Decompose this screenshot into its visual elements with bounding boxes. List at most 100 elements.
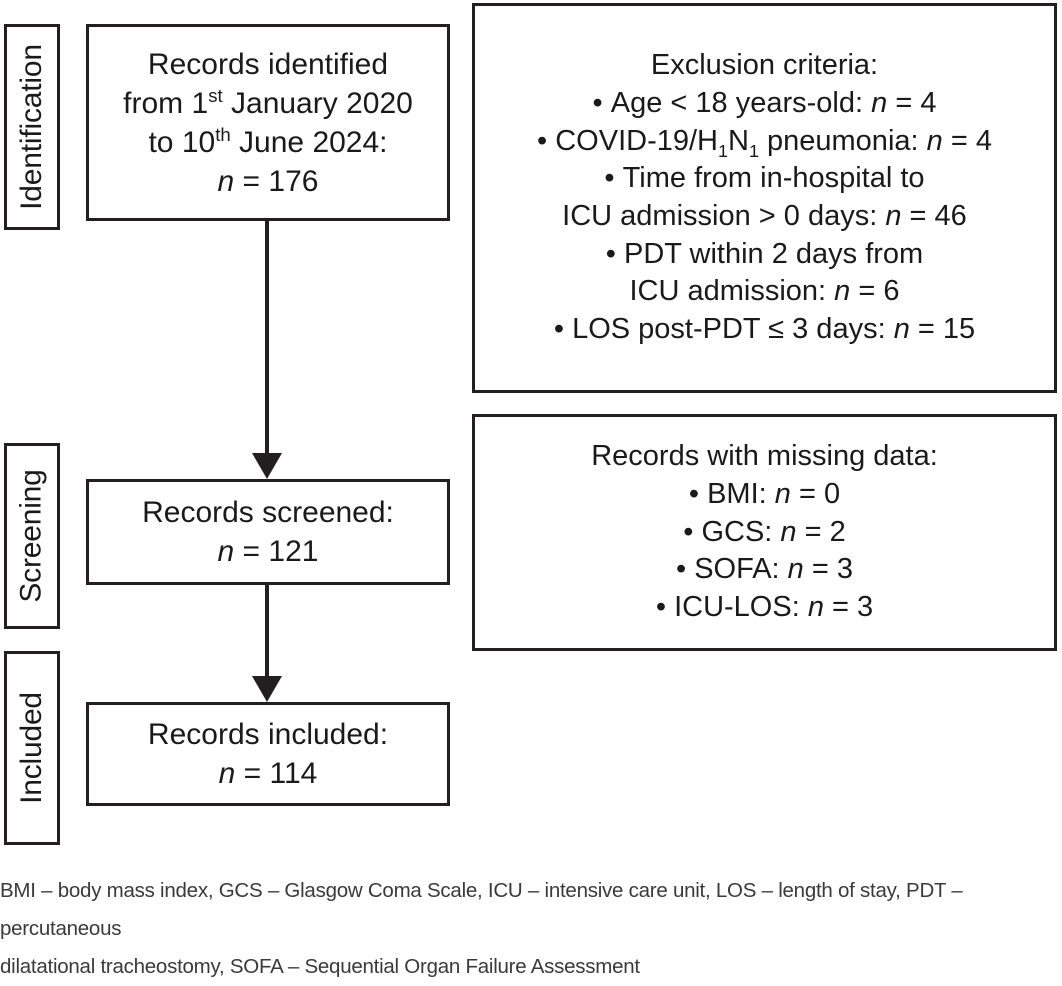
exclusion-item-pdt-eq: = bbox=[858, 275, 876, 308]
arrow-shaft bbox=[265, 221, 269, 453]
bullet-icon: • bbox=[655, 591, 666, 624]
records-identified-line2-post: January 2020 bbox=[222, 86, 413, 120]
exclusion-item-pneumonia-sub1: 1 bbox=[718, 140, 728, 161]
exclusion-item-pdt-line-b: ICU admission: n = 6 bbox=[629, 273, 899, 311]
exclusion-item-time-icu-line-a: • Time from in-hospital to bbox=[604, 160, 924, 198]
exclusion-item-pneumonia-pre: COVID-19/H bbox=[555, 124, 718, 157]
records-included-count: n = 114 bbox=[219, 754, 318, 793]
records-identified-line3: to 10th June 2024: bbox=[148, 123, 387, 162]
records-identified-line3-pre: to 10 bbox=[148, 125, 216, 159]
missing-item-bmi-eq: = bbox=[798, 477, 816, 510]
records-included-n-symbol: n bbox=[218, 757, 236, 790]
records-identified-line3-post: June 2024: bbox=[230, 125, 388, 159]
stage-label-included-text: Included bbox=[15, 692, 49, 804]
arrow-head-icon bbox=[252, 676, 282, 702]
exclusion-item-pdt-text-a: PDT within 2 days from bbox=[623, 237, 924, 270]
figure-footnote: BMI – body mass index, GCS – Glasgow Com… bbox=[0, 872, 1062, 986]
bullet-icon: • bbox=[604, 162, 615, 195]
exclusion-item-los-n-symbol: n bbox=[893, 313, 910, 346]
records-identified-count: n = 176 bbox=[218, 162, 319, 201]
records-identified-line3-sup: th bbox=[215, 123, 231, 145]
missing-item-icu-los-n-symbol: n bbox=[807, 591, 824, 624]
exclusion-item-pdt-value: 6 bbox=[883, 275, 900, 308]
exclusion-item-age-n-symbol: n bbox=[871, 86, 888, 119]
exclusion-item-pdt-n-symbol: n bbox=[834, 275, 851, 308]
missing-item-sofa-text: SOFA: bbox=[694, 553, 788, 586]
exclusion-item-los-text: LOS post-PDT ≤ 3 days: bbox=[572, 313, 894, 346]
side-box-records-missing-data: Records with missing data: • BMI: n = 0 … bbox=[472, 414, 1057, 651]
missing-item-gcs-n-symbol: n bbox=[780, 515, 797, 548]
bullet-icon: • bbox=[537, 124, 548, 157]
records-identified-line2: from 1st January 2020 bbox=[123, 84, 413, 123]
stage-label-screening: Screening bbox=[4, 443, 60, 629]
exclusion-item-time-icu-text-a: Time from in-hospital to bbox=[622, 162, 925, 195]
stage-label-identification-text: Identification bbox=[15, 44, 48, 210]
exclusion-item-time-icu-text-b: ICU admission > 0 days: bbox=[562, 200, 886, 232]
exclusion-item-los-eq: = bbox=[917, 313, 935, 346]
exclusion-item-pneumonia-value: 4 bbox=[975, 124, 992, 157]
missing-data-title: Records with missing data: bbox=[591, 440, 938, 473]
missing-item-sofa-n-symbol: n bbox=[787, 553, 804, 586]
stage-label-included: Included bbox=[4, 651, 60, 845]
records-identified-eq: = bbox=[242, 164, 261, 198]
records-identified-line2-sup: st bbox=[208, 84, 223, 106]
records-screened-n-symbol: n bbox=[217, 535, 235, 568]
exclusion-item-time-icu-eq: = bbox=[909, 200, 927, 232]
exclusion-item-age-value: 4 bbox=[920, 86, 937, 119]
missing-item-gcs-text: GCS: bbox=[701, 515, 781, 548]
exclusion-item-pneumonia-n-symbol: n bbox=[926, 124, 943, 157]
exclusion-item-age-text: Age < 18 years-old: bbox=[610, 86, 872, 119]
bullet-icon: • bbox=[553, 313, 564, 346]
missing-item-sofa-eq: = bbox=[811, 553, 829, 586]
records-identified-line2-pre: from 1 bbox=[123, 86, 209, 120]
exclusion-item-pneumonia-mid: N bbox=[728, 124, 749, 157]
bullet-icon: • bbox=[675, 553, 687, 586]
missing-item-icu-los-value: 3 bbox=[857, 591, 874, 624]
exclusion-item-pneumonia: • COVID-19/H1N1 pneumonia: n = 4 bbox=[537, 123, 992, 161]
exclusion-item-age: • Age < 18 years-old: n = 4 bbox=[593, 85, 937, 123]
bullet-icon: • bbox=[605, 237, 616, 270]
missing-item-bmi-value: 0 bbox=[823, 477, 841, 510]
flow-box-records-identified: Records identified from 1st January 2020… bbox=[86, 24, 450, 221]
exclusion-item-pneumonia-post: pneumonia: bbox=[758, 124, 927, 157]
stage-label-identification: Identification bbox=[4, 24, 60, 230]
missing-item-gcs: • GCS: n = 2 bbox=[683, 514, 846, 552]
missing-item-bmi-text: BMI: bbox=[707, 477, 775, 510]
records-screened-eq: = bbox=[242, 535, 261, 568]
records-screened-line1: Records screened: bbox=[142, 496, 394, 529]
exclusion-item-age-eq: = bbox=[895, 86, 913, 119]
exclusion-item-pdt-text-b: ICU admission: bbox=[629, 275, 835, 308]
exclusion-item-pneumonia-eq: = bbox=[950, 124, 968, 157]
footnote-line-1: BMI – body mass index, GCS – Glasgow Com… bbox=[0, 879, 963, 940]
flow-box-records-screened: Records screened: n = 121 bbox=[86, 479, 450, 585]
records-identified-value: 176 bbox=[268, 164, 319, 198]
missing-item-bmi-n-symbol: n bbox=[774, 477, 791, 510]
arrow-shaft bbox=[265, 585, 269, 676]
bullet-icon: • bbox=[683, 515, 694, 548]
exclusion-item-time-icu-line-b: ICU admission > 0 days: n = 46 bbox=[562, 198, 967, 236]
records-screened-count: n = 121 bbox=[218, 532, 319, 571]
missing-item-sofa: • SOFA: n = 3 bbox=[676, 551, 853, 589]
arrow-head-icon bbox=[252, 453, 282, 479]
exclusion-item-los-value: 15 bbox=[942, 313, 976, 346]
missing-item-icu-los: • ICU-LOS: n = 3 bbox=[656, 589, 873, 627]
side-box-exclusion-criteria: Exclusion criteria: • Age < 18 years-old… bbox=[472, 3, 1057, 393]
exclusion-item-time-icu-value: 46 bbox=[934, 200, 967, 232]
missing-item-icu-los-eq: = bbox=[832, 591, 849, 624]
missing-item-bmi: • BMI: n = 0 bbox=[689, 476, 840, 514]
records-included-line1: Records included: bbox=[147, 718, 389, 751]
records-identified-n-symbol: n bbox=[217, 164, 235, 198]
missing-item-gcs-value: 2 bbox=[829, 515, 846, 548]
records-included-eq: = bbox=[243, 757, 262, 790]
stage-label-screening-text: Screening bbox=[15, 469, 49, 603]
records-included-value: 114 bbox=[269, 757, 318, 790]
records-screened-value: 121 bbox=[268, 535, 319, 568]
missing-item-sofa-value: 3 bbox=[836, 553, 854, 586]
flow-box-records-included: Records included: n = 114 bbox=[86, 702, 450, 806]
bullet-icon: • bbox=[688, 477, 700, 510]
missing-item-icu-los-text: ICU-LOS: bbox=[674, 591, 808, 624]
missing-item-gcs-eq: = bbox=[804, 515, 822, 548]
exclusion-item-pneumonia-sub2: 1 bbox=[748, 140, 759, 161]
exclusion-item-los: • LOS post-PDT ≤ 3 days: n = 15 bbox=[554, 311, 975, 349]
exclusion-item-pdt-line-a: • PDT within 2 days from bbox=[606, 236, 923, 274]
